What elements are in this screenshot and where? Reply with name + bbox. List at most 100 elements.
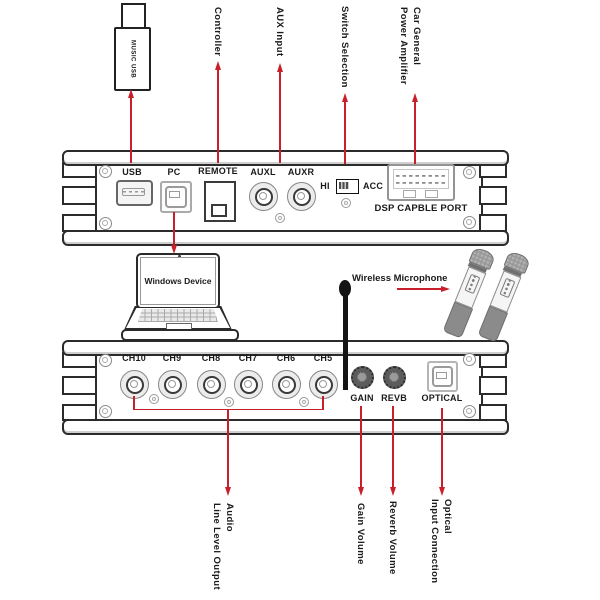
bottom-panel-screw-ch2 [224,397,234,407]
callout-aux-input: AUX Input [274,7,285,57]
auxr-jack [287,182,316,211]
arrow-up-switch-selection [341,93,348,102]
ch8-label: CH8 [201,353,221,363]
remote-port-label: REMOTE [198,166,238,176]
pc-port [160,181,192,213]
callout-audio-output: Audio Line Level Output [211,503,235,591]
line-switch-selection [344,101,346,164]
pc-port-pin [169,191,180,198]
usb-stick-body: MUSIC USB [114,27,151,91]
arrow-down-reverb-volume [389,487,396,496]
antenna-cable [343,293,348,390]
ch5-jack [309,370,338,399]
line-power-amplifier [414,101,416,164]
bottom-panel-screw-tl [99,354,112,367]
ch5-label: CH5 [313,353,333,363]
arrow-up-power-amplifier [411,93,418,102]
line-wireless-microphone [397,288,441,290]
callout-reverb-volume: Reverb Volume [387,501,398,575]
acc-label: ACC [362,181,384,191]
top-panel-screw-tr [463,166,476,179]
arrow-up-controller [214,61,221,70]
pc-port-inner [165,186,187,208]
top-panel-fin-right-2 [479,186,507,205]
ch10-label: CH10 [122,353,146,363]
gain-knob-label: GAIN [350,393,374,403]
dsp-cable-port-key-2 [425,190,438,198]
auxl-jack [249,182,278,211]
ch6-label: CH6 [276,353,296,363]
usb-stick-label: MUSIC USB [129,39,136,79]
line-ch10-bracket [133,396,135,410]
auxr-jack-label: AUXR [287,167,315,177]
top-panel-screw-br [463,216,476,229]
hi-acc-switch [336,179,359,194]
laptop-screen: Windows Device [136,253,220,309]
ch8-jack [197,370,226,399]
line-controller [217,69,219,163]
optical-port [427,361,458,392]
line-optical-input [441,408,443,487]
bottom-panel-fin-left-2 [62,376,97,395]
line-ch5-bracket [322,396,324,410]
line-pc-to-laptop [173,212,175,245]
callout-optical-input: Optical Input Connection [429,499,453,584]
top-panel-fin-left-2 [62,186,97,205]
line-gain-volume [360,406,362,487]
line-audio-output [227,410,229,488]
arrow-down-gain-volume [357,487,364,496]
callout-power-amplifier: Car General Power Amplifier [398,7,422,85]
optical-port-inner [432,366,453,387]
line-aux-input [279,71,281,163]
line-bracket-horizontal [133,408,324,410]
remote-port [204,181,236,222]
top-panel-screw-bl [99,217,112,230]
dsp-cable-port [387,164,455,201]
hi-label: HI [320,181,330,191]
arrow-down-audio-output [224,487,231,496]
laptop-webcam [178,255,181,258]
ch6-jack [272,370,301,399]
ch7-jack [234,370,263,399]
arrow-right-microphones [441,285,450,292]
dsp-cable-port-pins [393,169,449,189]
callout-controller: Controller [212,7,223,57]
optical-port-label: OPTICAL [421,393,463,403]
bottom-panel-lower-rail [62,419,509,435]
callout-switch-selection: Switch Selection [339,6,350,88]
revb-knob-label: REVB [381,393,407,403]
bottom-panel-screw-tr [463,353,476,366]
bottom-panel-screw-br [463,405,476,418]
dsp-cable-port-label: DSP CAPBLE PORT [374,203,468,214]
bottom-panel-fin-right-2 [479,376,507,395]
ch7-label: CH7 [238,353,258,363]
microphone-display [498,277,515,298]
bottom-panel-screw-ch3 [299,397,309,407]
top-panel-screw-aux [275,213,285,223]
optical-port-pin [436,371,447,379]
callout-gain-volume: Gain Volume [355,503,366,565]
ch9-jack [158,370,187,399]
antenna-icon [339,280,351,297]
microphone-display [463,273,480,294]
top-panel-screw-switch [341,198,351,208]
usb-port [116,180,153,206]
arrow-down-optical-input [438,487,445,496]
usb-port-label: USB [122,167,142,177]
top-panel-screw-tl [99,165,112,178]
arrow-up-aux-input [276,63,283,72]
auxl-jack-label: AUXL [250,167,276,177]
bottom-panel-screw-bl [99,405,112,418]
gain-knob [351,366,374,389]
top-panel-lower-rail [62,230,509,246]
dsp-cable-port-key-1 [403,190,416,198]
line-reverb-volume [392,406,394,487]
ch9-label: CH9 [162,353,182,363]
laptop-bottom-edge [121,329,239,341]
microphone-body [489,270,522,313]
laptop-keyboard [138,309,218,322]
bottom-panel-screw-ch1 [149,394,159,404]
laptop-screen-text: Windows Device [140,257,216,305]
line-music-usb [130,97,132,163]
